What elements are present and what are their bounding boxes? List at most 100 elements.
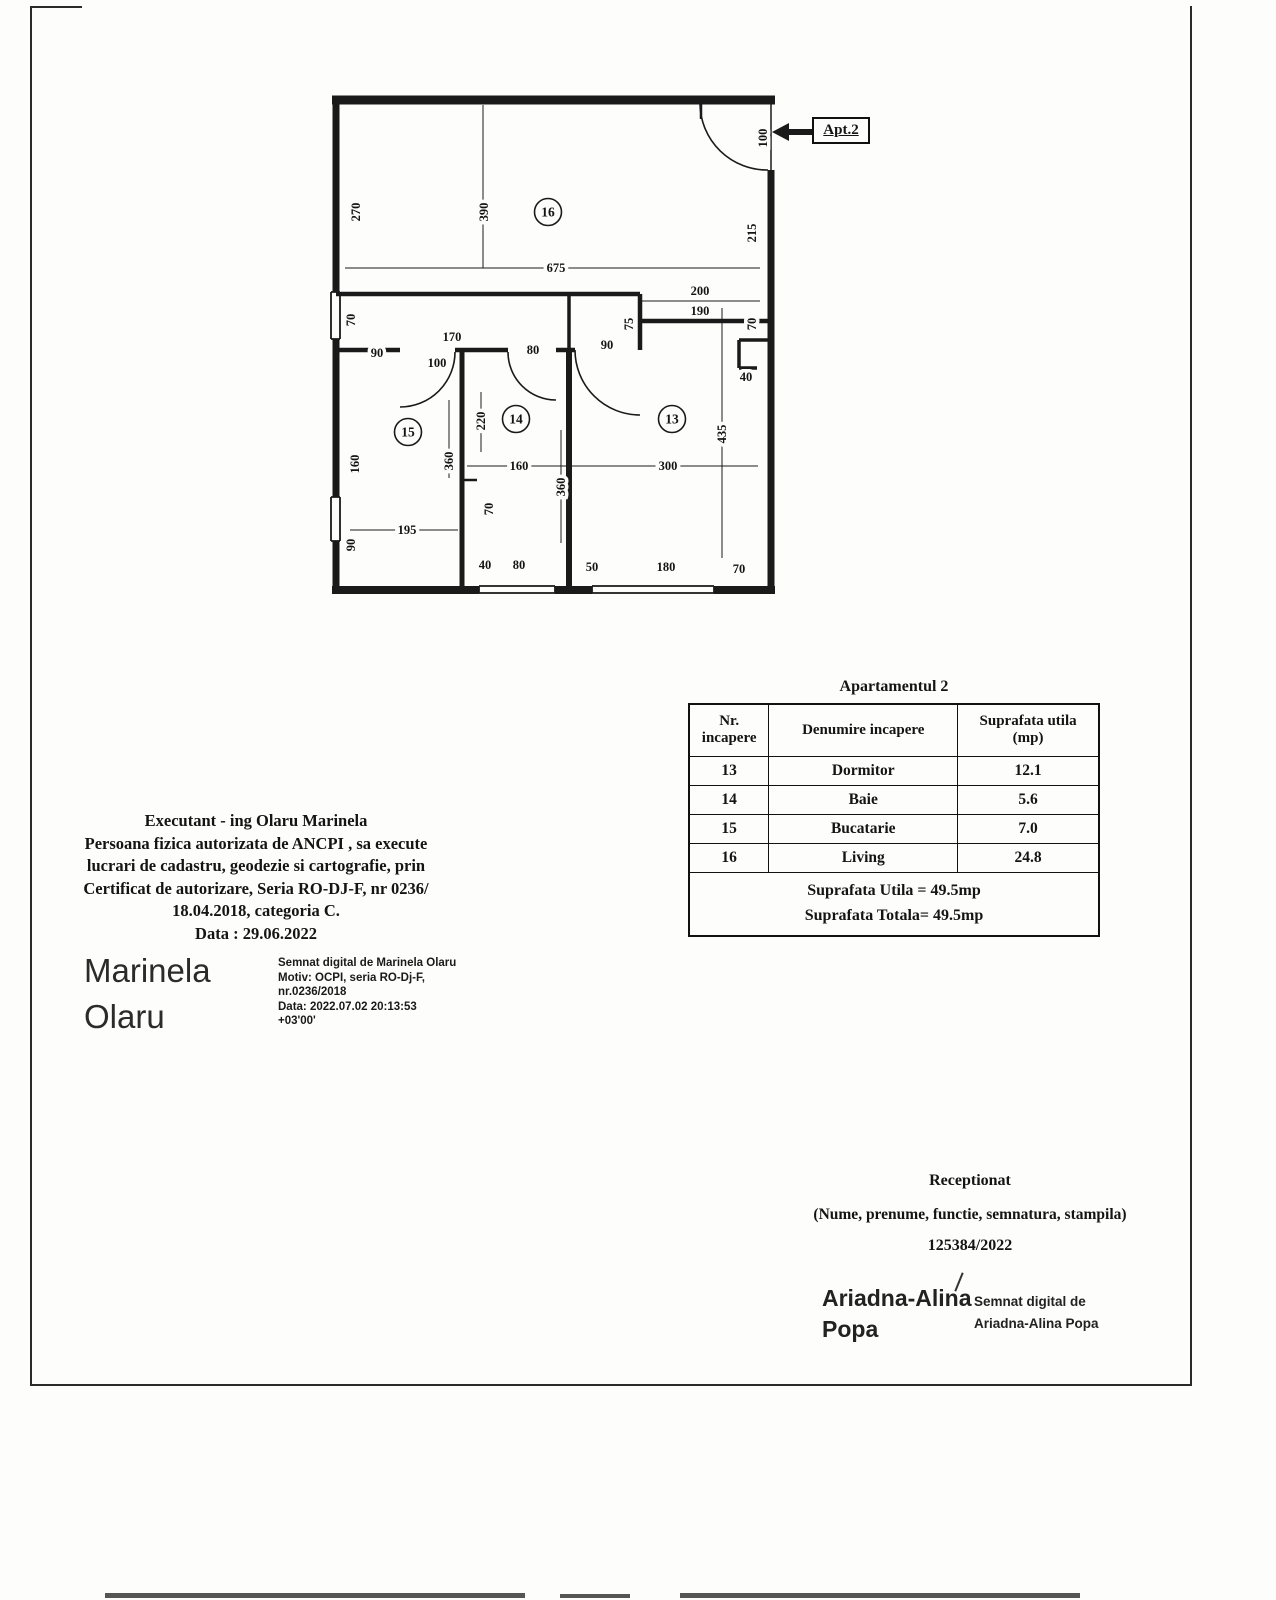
room-area: 12.1 bbox=[957, 755, 1100, 786]
col-header-suprafata: Suprafata utila (mp) bbox=[957, 703, 1100, 757]
entrance-arrow-icon bbox=[772, 123, 789, 141]
window bbox=[330, 291, 341, 340]
room-nr: 14 bbox=[688, 784, 770, 815]
dimension-label: 100 bbox=[756, 129, 770, 148]
col-header-denumire: Denumire incapere bbox=[768, 703, 959, 757]
dimension-label: 195 bbox=[398, 523, 417, 537]
scan-artifact bbox=[560, 1594, 630, 1598]
window bbox=[330, 496, 341, 542]
dimension-label: 90 bbox=[371, 346, 384, 360]
scan-artifact bbox=[105, 1593, 525, 1598]
reception-subtitle: (Nume, prenume, functie, semnatura, stam… bbox=[813, 1206, 1127, 1223]
area-table: Nr. incapere Denumire incapere Suprafata… bbox=[688, 703, 1100, 937]
dimension-label: 360 bbox=[442, 452, 456, 471]
dimension-label: 160 bbox=[510, 459, 529, 473]
dimension-label: 300 bbox=[659, 459, 678, 473]
page-border-left bbox=[30, 6, 32, 1386]
table-title: Apartamentul 2 bbox=[839, 678, 949, 695]
executant-line: Data : 29.06.2022 bbox=[195, 923, 317, 943]
executant-line: Persoana fizica autorizata de ANCPI , sa… bbox=[84, 833, 428, 853]
dimension-label: 215 bbox=[745, 224, 759, 243]
dimension-label: 435 bbox=[715, 425, 729, 444]
scan-artifact bbox=[680, 1593, 1080, 1598]
apartment-callout: Apt.2 bbox=[812, 117, 870, 144]
room-area: 7.0 bbox=[957, 813, 1100, 844]
window bbox=[478, 585, 556, 594]
room-nr: 15 bbox=[688, 813, 770, 844]
dimension-label: 170 bbox=[443, 330, 462, 344]
dimension-label: 70 bbox=[344, 314, 358, 327]
room-number-circle bbox=[657, 404, 687, 434]
room-number: 15 bbox=[401, 425, 415, 440]
dimension-label: 100 bbox=[428, 356, 447, 370]
table-row: 13 Dormitor 12.1 bbox=[688, 755, 1100, 786]
total-usable-area: Suprafata Utila = 49.5mp bbox=[807, 881, 981, 899]
col-header-nr: Nr. incapere bbox=[688, 703, 770, 757]
signature-details-marinela-olaru: Semnat digital de Marinela Olaru Motiv: … bbox=[278, 957, 457, 1027]
dimension-label: 70 bbox=[733, 562, 746, 576]
room-number-circle bbox=[533, 197, 563, 227]
dimension-label: 90 bbox=[344, 539, 358, 552]
dimension-label: 80 bbox=[527, 343, 540, 357]
reception-title: Receptionat bbox=[929, 1172, 1011, 1189]
room-number-circle bbox=[501, 404, 531, 434]
dimension-label: 70 bbox=[745, 318, 759, 331]
dimension-label: 75 bbox=[622, 318, 636, 331]
table-row: 16 Living 24.8 bbox=[688, 842, 1100, 873]
dimension-label: 40 bbox=[740, 370, 753, 384]
signature-details-ariadna-alina-popa: Semnat digital de Ariadna-Alina Popa bbox=[974, 1294, 1099, 1331]
door-arc-room-14 bbox=[507, 351, 557, 401]
total-area: Suprafata Totala= 49.5mp bbox=[804, 906, 984, 924]
table-footer-row: Suprafata Utila = 49.5mp Suprafata Total… bbox=[688, 871, 1100, 936]
door-arc-room-15 bbox=[399, 351, 456, 408]
room-number-circle bbox=[393, 417, 423, 447]
executant-line: 18.04.2018, categoria C. bbox=[172, 901, 340, 920]
area-table-section: Apartamentul 2 Nr. incapere Denumire inc… bbox=[688, 678, 1100, 937]
dimension-label: 160 bbox=[348, 455, 362, 474]
dimension-label: 675 bbox=[547, 261, 566, 275]
room-nr: 16 bbox=[688, 842, 770, 873]
window bbox=[591, 585, 715, 594]
dimension-label: 220 bbox=[474, 412, 488, 431]
door-arc-room-13 bbox=[574, 349, 641, 416]
room-nr: 13 bbox=[688, 755, 770, 786]
dimension-label: 180 bbox=[657, 560, 676, 574]
executant-line: Certificat de autorizare, Seria RO-DJ-F,… bbox=[83, 878, 429, 898]
reception-block: Receptionat (Nume, prenume, functie, sem… bbox=[790, 1172, 1150, 1255]
room-name: Bucatarie bbox=[768, 813, 959, 844]
room-number: 13 bbox=[665, 412, 679, 427]
room-number: 14 bbox=[509, 412, 523, 427]
duct bbox=[737, 338, 771, 370]
signature-name-marinela-olaru: Marinela Olaru bbox=[84, 952, 211, 1035]
executant-line: lucrari de cadastru, geodezie si cartogr… bbox=[86, 856, 426, 875]
executant-line: Executant - ing Olaru Marinela bbox=[144, 811, 368, 830]
room-number: 16 bbox=[541, 205, 555, 220]
page-border-bottom bbox=[30, 1384, 1192, 1386]
table-row: 15 Bucatarie 7.0 bbox=[688, 813, 1100, 844]
reception-number: 125384/2022 bbox=[927, 1237, 1013, 1254]
page-border-right bbox=[1190, 6, 1192, 1386]
dimension-label: 90 bbox=[601, 338, 614, 352]
dimension-label: 360 bbox=[554, 478, 568, 497]
room-name: Living bbox=[768, 842, 959, 873]
room-area: 24.8 bbox=[957, 842, 1100, 873]
room-area: 5.6 bbox=[957, 784, 1100, 815]
signature-name-ariadna-alina-popa: Ariadna-Alina Popa bbox=[822, 1285, 972, 1342]
dimension-label: 40 bbox=[479, 558, 492, 572]
dimension-label: 270 bbox=[349, 203, 363, 222]
dimension-label: 390 bbox=[477, 203, 491, 222]
entrance-arrow-shaft bbox=[787, 129, 812, 135]
dimension-label: 50 bbox=[586, 560, 599, 574]
entrance-door-arc bbox=[699, 103, 769, 171]
room-name: Baie bbox=[768, 784, 959, 815]
executant-block: Executant - ing Olaru Marinela Persoana … bbox=[60, 810, 452, 945]
page-border-top-stub bbox=[30, 6, 82, 8]
room-name: Dormitor bbox=[768, 755, 959, 786]
table-header-row: Nr. incapere Denumire incapere Suprafata… bbox=[688, 703, 1100, 757]
dimension-label: 200 bbox=[691, 284, 710, 298]
dimension-lines bbox=[345, 105, 760, 558]
table-row: 14 Baie 5.6 bbox=[688, 784, 1100, 815]
